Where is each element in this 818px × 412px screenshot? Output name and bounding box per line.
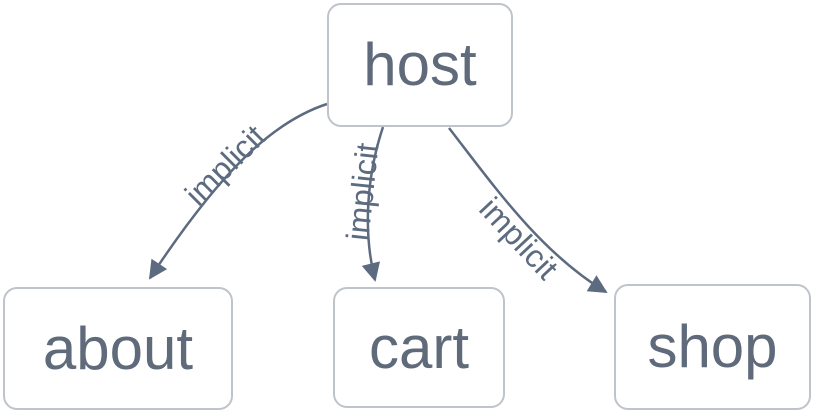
edge-line-host-shop[interactable] [448, 127, 608, 294]
edge-host-about: implicit [148, 102, 328, 280]
edge-host-cart: implicit [339, 126, 385, 282]
node-about[interactable]: about [3, 287, 233, 410]
node-cart[interactable]: cart [333, 287, 505, 408]
edge-label-host-shop: implicit [472, 190, 565, 286]
edge-label-host-cart: implicit [339, 141, 385, 242]
edge-host-shop: implicit [448, 127, 608, 294]
node-shop[interactable]: shop [614, 284, 811, 410]
node-host-label: host [363, 31, 477, 98]
edge-line-host-about[interactable] [148, 102, 328, 280]
edge-label-host-about: implicit [178, 118, 273, 213]
node-shop-label: shop [647, 313, 778, 380]
node-host[interactable]: host [327, 3, 513, 127]
node-about-label: about [42, 314, 194, 382]
node-cart-label: cart [368, 313, 470, 381]
edge-line-host-cart[interactable] [361, 126, 385, 282]
